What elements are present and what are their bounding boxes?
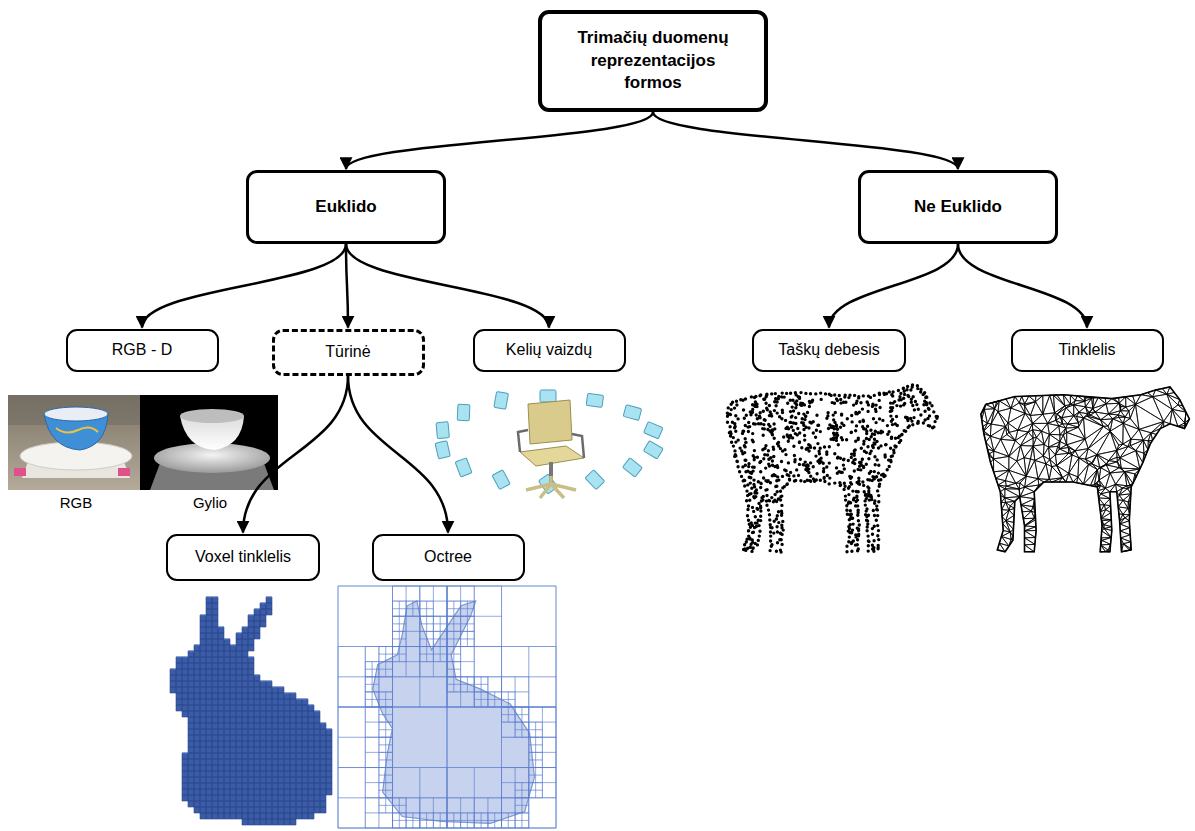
type-box: Kelių vaizdų <box>473 329 626 372</box>
marker <box>14 468 26 476</box>
type-box: Taškų debesis <box>752 329 906 372</box>
arrow-connector <box>829 244 958 328</box>
type-box: RGB - D <box>66 329 219 372</box>
node-text: Ne Euklido <box>914 196 1002 219</box>
arrow-connector <box>653 112 958 169</box>
type-box: Octree <box>372 534 525 581</box>
voxel-highlights <box>170 597 332 753</box>
arrow-connector <box>346 244 549 328</box>
camera-icon <box>436 422 449 439</box>
node-text: Kelių vaizdų <box>506 339 592 361</box>
camera-icon <box>492 470 510 490</box>
bowl-rim <box>44 407 108 421</box>
mesh-triangles <box>981 387 1190 552</box>
node-text: RGB - D <box>112 339 172 361</box>
camera-icon <box>643 441 663 460</box>
chair-base <box>526 476 576 498</box>
depth-image <box>140 395 278 490</box>
voxel-bunny <box>170 597 332 825</box>
camera-icon <box>540 390 556 402</box>
node-text: Tūrinė <box>325 341 370 363</box>
image-caption: RGB <box>60 494 93 511</box>
photo-ground <box>8 395 140 490</box>
multi-view-figure <box>435 390 663 498</box>
chair <box>518 400 584 498</box>
node-text: Octree <box>424 546 472 568</box>
camera-icon <box>622 458 642 477</box>
photo-wall <box>8 395 140 425</box>
chair-arms <box>518 430 584 458</box>
bowl-pattern <box>56 427 98 432</box>
node-text: Tinklelis <box>1058 339 1115 361</box>
voxels <box>170 597 332 825</box>
node-text: Trimačių duomenų reprezentacijos formos <box>568 27 738 96</box>
camera-icon <box>455 458 472 477</box>
category-box: Ne Euklido <box>858 170 1058 244</box>
arrow-connector <box>142 244 346 328</box>
root-box: Trimačių duomenų reprezentacijos formos <box>538 10 768 112</box>
node-text: Euklido <box>315 196 376 219</box>
image-caption: Gylio <box>193 494 227 511</box>
mesh-horse <box>981 387 1190 552</box>
arrow-connector <box>243 376 348 533</box>
camera-icon <box>435 441 450 459</box>
camera-icon <box>644 422 663 439</box>
octree-cells <box>338 586 556 828</box>
camera-icon <box>494 391 509 409</box>
camera-icon <box>457 404 470 421</box>
group-box: Tūrinė <box>272 329 425 376</box>
point-dots <box>726 383 939 554</box>
chair-back <box>528 400 572 444</box>
depth-bowl-rim <box>180 409 244 423</box>
camera-icon <box>586 393 603 407</box>
category-box: Euklido <box>246 170 446 244</box>
arrow-connector <box>346 112 653 169</box>
point-cloud-horse <box>726 383 939 554</box>
node-text: Taškų debesis <box>778 339 879 361</box>
arrow-connector <box>958 244 1087 328</box>
arrow-connector <box>346 244 348 328</box>
type-box: Tinklelis <box>1011 329 1164 372</box>
depth-ground <box>140 395 278 490</box>
node-text: Voxel tinklelis <box>195 546 291 568</box>
octree-bunny <box>338 586 556 828</box>
type-box: Voxel tinklelis <box>166 534 320 581</box>
camera-icon <box>585 470 605 490</box>
camera-icon <box>623 405 642 421</box>
rgb-photo <box>8 395 140 490</box>
marker <box>118 468 130 476</box>
arrow-connector <box>348 376 448 533</box>
mesh-outline <box>981 387 1190 552</box>
